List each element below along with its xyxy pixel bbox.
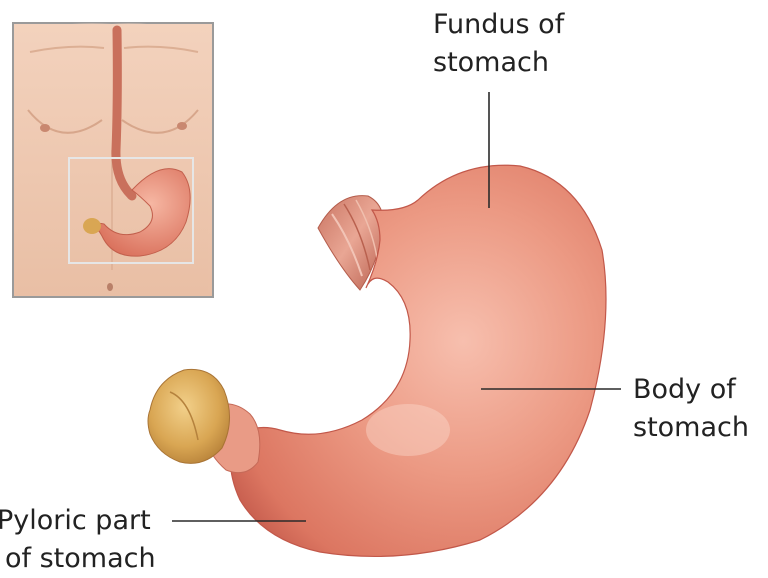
label-body-of-stomach: Body of stomach (633, 371, 749, 447)
nipple-right (177, 122, 187, 130)
inset-pylorus (83, 218, 101, 234)
label-fundus-line1: Fundus of (433, 6, 564, 44)
navel (107, 283, 113, 291)
label-fundus-of-stomach: Fundus of stomach (433, 6, 564, 82)
label-pyloric-line1: Pyloric part (0, 502, 156, 540)
stomach-illustration (148, 165, 606, 556)
label-body-line2: stomach (633, 409, 749, 447)
label-pyloric-line2: of stomach (0, 540, 156, 578)
label-fundus-line2: stomach (433, 44, 564, 82)
duodenum-tissue (148, 369, 230, 463)
label-body-line1: Body of (633, 371, 749, 409)
label-pyloric-part-of-stomach: Pyloric part of stomach (0, 502, 156, 578)
nipple-left (40, 124, 50, 132)
stomach-body (230, 165, 606, 556)
stomach-sheen (366, 404, 450, 456)
torso-inset (13, 23, 213, 297)
